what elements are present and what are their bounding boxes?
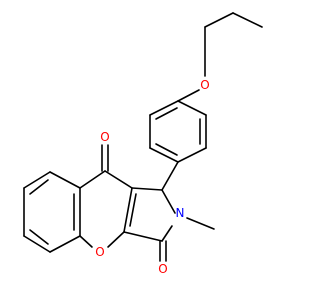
bond-bz-d2: [29, 229, 49, 245]
nitrogen-label: N: [176, 206, 185, 220]
bond-bz-2: [49, 235, 81, 253]
bond-bz-6: [49, 171, 81, 189]
bond-Oring-C4a: [79, 235, 93, 248]
ring-oxygen-label: O: [95, 245, 104, 259]
ketone-oxygen-label: O: [100, 130, 109, 144]
structure-diagram: O O N O O: [23, 12, 263, 276]
bond-C3a-C9a-d: [129, 193, 137, 227]
bond-N-C3: [161, 225, 173, 242]
lactam-oxygen-label: O: [158, 262, 167, 276]
bond-bz-d3: [29, 179, 49, 195]
bond-C3a-C9a: [123, 187, 133, 233]
bond-ph-3: [149, 147, 179, 163]
bond-N-methyl: [186, 217, 215, 230]
bond-C3a-Oring: [107, 231, 125, 248]
bond-C1-C9a: [131, 187, 163, 191]
bond-C1-phenyl: [161, 161, 179, 191]
bond-C9-C8a: [79, 170, 106, 189]
bond-ph-d1: [155, 107, 178, 120]
bonds: [23, 12, 263, 262]
bond-ether-C: [177, 89, 200, 102]
bond-bz-3: [23, 235, 51, 253]
bond-ph-1: [149, 100, 179, 116]
bond-C3-C3a: [123, 231, 163, 242]
bond-ph-4: [177, 147, 207, 163]
bond-bz-5: [23, 171, 51, 189]
bond-propyl-2: [232, 12, 263, 28]
molecule-drawing: O O N O O: [23, 12, 263, 276]
bond-ph-d2: [155, 143, 178, 156]
bond-C9a-C9: [104, 170, 133, 189]
ether-oxygen-label: O: [200, 78, 209, 92]
bond-propyl-1: [204, 12, 234, 28]
bond-ph-6: [177, 100, 207, 116]
bond-C1-N: [161, 189, 176, 214]
